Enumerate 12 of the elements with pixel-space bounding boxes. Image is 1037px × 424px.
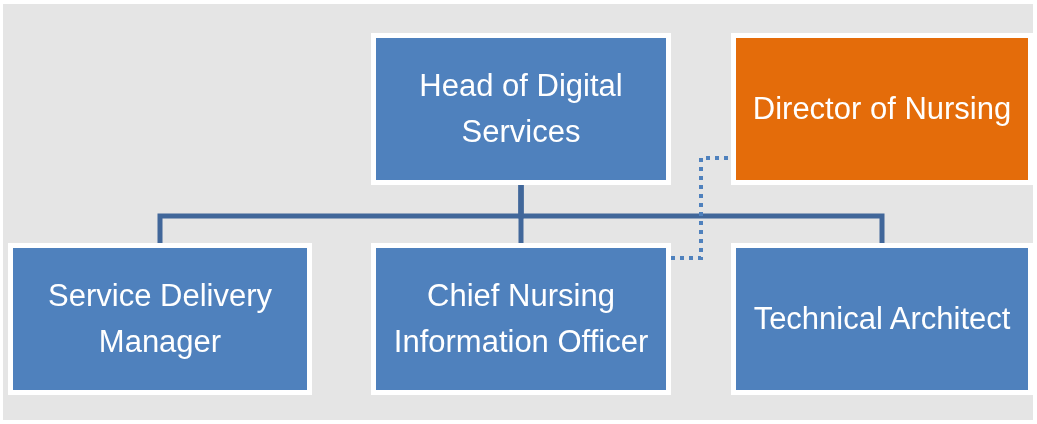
role-box (371, 33, 671, 185)
role-box (371, 243, 671, 395)
role-title: Chief Nursing Information Officer (392, 277, 650, 361)
role-title: Service Delivery Manager (47, 277, 273, 361)
role-title: Head of Digital Services (418, 67, 624, 151)
dotted-connector (671, 156, 731, 260)
role-box (8, 243, 312, 395)
connector-line (518, 185, 885, 243)
role-title: Director of Nursing (752, 90, 1012, 128)
role-box (731, 243, 1033, 395)
role-box (731, 33, 1033, 185)
role-title: Technical Architect (753, 300, 1011, 338)
